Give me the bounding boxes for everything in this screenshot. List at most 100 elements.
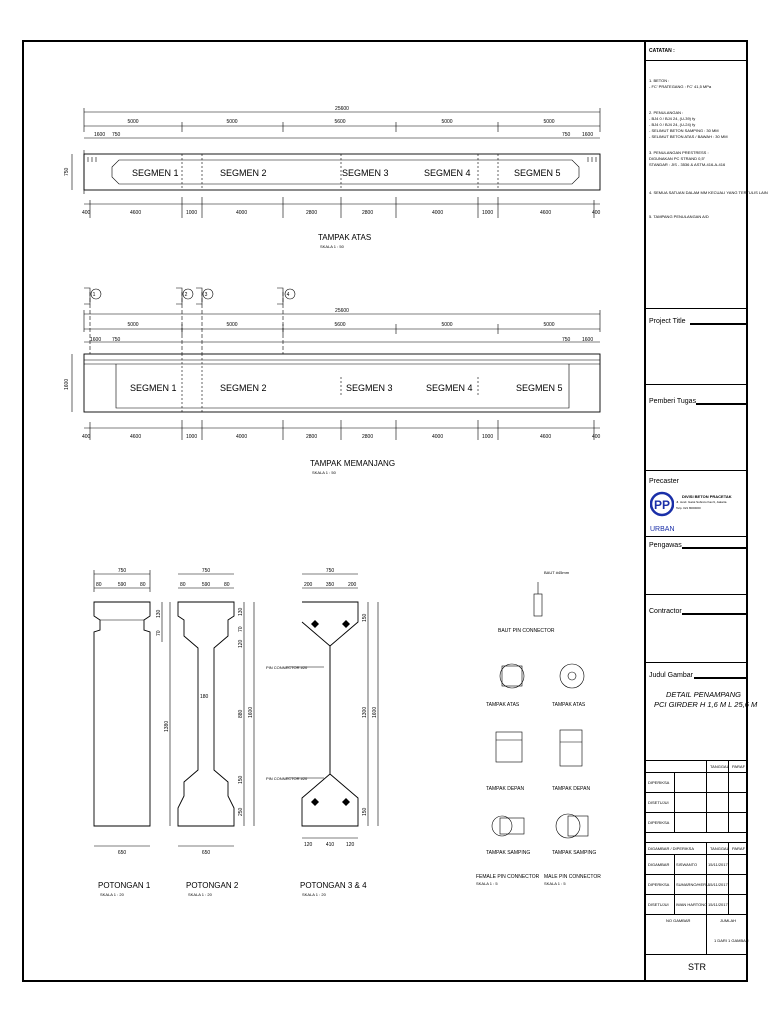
sec1-height: 1380 [164,721,170,732]
female-title: FEMALE PIN CONNECTOR [476,874,540,880]
table2-row1-role: DIGAMBAR [648,862,670,867]
side-bot-dim-5: 2800 [306,434,317,440]
sec2-scale: SKALA 1 : 20 [188,892,213,897]
side-view-scale: SKALA 1 : 50 [312,470,337,475]
note-4: - BJ4 0 / BJ4 24, (U-39) fy [649,116,696,121]
sec2-top-part-3: 80 [224,582,230,588]
pemberi-tugas-label: Pemberi Tugas [649,398,697,405]
sec2-bottom: 650 [202,850,211,856]
precaster-label: Precaster [649,478,679,485]
top-span-4: 5000 [441,119,452,125]
note-9: DIGUNAKAN PC STRAND 0,5" [649,156,706,161]
top-end-dim-4: 1600 [582,132,593,138]
note-5: - BJ4 0 / BJ4 24, (U-24) fy [649,122,696,127]
top-span-2: 5000 [226,119,237,125]
note-3: 2. PENULANGAN : [649,110,684,115]
side-end-dim-1: 1600 [90,337,101,343]
top-view [71,108,601,218]
judul-gambar-label: Judul Gambar [649,672,693,679]
top-bot-dim-6: 2800 [362,210,373,216]
top-bot-dim-7: 4000 [432,210,443,216]
table1-header-paraf: PARAF [732,764,746,769]
pp-logo-icon: PP [650,491,674,517]
side-bot-dim-3: 1000 [186,434,197,440]
drawing-title-2: PCI GIRDER H 1,6 M L 25,6 M [654,700,758,709]
table1-row-1: DIPERIKSA [648,780,670,785]
table2-row2-date: 15/11/2017 [708,882,728,887]
side-side-dim: 1600 [64,379,70,390]
sec1-top-part-1: 80 [96,582,102,588]
sec2-total: 1600 [248,707,254,718]
sec3-right-dim-1: 150 [362,613,368,622]
project-title-label: Project Title [649,318,686,325]
title-block: CATATAN : 1. BETON : - FC' PRATEGANG : F… [644,42,768,980]
female-scale: SKALA 1 : 5 [476,881,498,886]
top-view-scale: SKALA 1 : 50 [320,244,345,249]
table2-header-1: DIGAMBAR / DIPERIKSA [648,846,695,851]
top-segmen-4: SEGMEN 4 [424,168,471,178]
top-span-5: 5000 [543,119,554,125]
note-10: STANDAR : JIS - 3536 & ASTM-416-A-416 [649,162,726,167]
sec2-right-dim-5: 150 [238,775,244,784]
sec3-total: 1600 [372,707,378,718]
jumlah-label: JUMLAH [720,918,737,923]
side-marker-4: 4 [287,292,290,298]
side-segmen-2: SEGMEN 2 [220,383,267,393]
side-total-dim: 25600 [335,308,349,314]
sec2-top-part-2: 590 [202,582,211,588]
table2-row2-role: DIPERIKSA [648,882,670,887]
pin-view-4: TAMPAK DEPAN [552,786,590,792]
top-end-dim-1: 1600 [94,132,105,138]
sec2-right-dim-3: 120 [238,639,244,648]
male-scale: SKALA 1 : 5 [544,881,566,886]
top-side-dim: 750 [64,167,70,176]
sec1-right-dim-2: 70 [156,630,162,636]
sec2-top-part-1: 80 [180,582,186,588]
company-line-3: Telp. 021 8000000 [676,506,701,510]
sec3-top-part-1: 200 [304,582,313,588]
top-view-title: TAMPAK ATAS [318,233,371,242]
side-span-3: 5600 [334,322,345,328]
side-bot-dim-1: 400 [82,434,91,440]
sec1-right-dim-1: 130 [156,609,162,618]
sec2-right-dim-1: 130 [238,607,244,616]
drawing-title-1: DETAIL PENAMPANG [666,690,742,699]
side-bot-dim-9: 4600 [540,434,551,440]
note-1: 1. BETON : [649,78,670,83]
top-bot-dim-3: 1000 [186,210,197,216]
logo-text: URBAN [650,526,675,533]
sec2-web: 180 [200,694,209,700]
sec3-right-dim-2: 1300 [362,707,368,718]
top-segmen-5: SEGMEN 5 [514,168,561,178]
side-bot-dim-4: 4000 [236,434,247,440]
note-7: - SELIMUT BETON ATAS / BAWAH : 30 MM [649,134,728,139]
sec1-top-part-2: 590 [118,582,127,588]
top-end-dim-3: 750 [562,132,571,138]
pin-connector-drawing [491,582,589,839]
sec3-right-dim-3: 150 [362,807,368,816]
top-bot-dim-8: 1000 [482,210,493,216]
table2-row1-name: SISWANTO [676,862,698,867]
contractor-label: Contractor [649,608,682,615]
drawing-code: STR [688,962,706,972]
sec1-title: POTONGAN 1 [98,881,151,890]
side-span-4: 5000 [441,322,452,328]
pengawas-label: Pengawas [649,542,682,549]
table1-row-2: DISETUJUI [648,800,669,805]
section-1-drawing [93,570,171,847]
sec3-bottom-part-2: 410 [326,842,335,848]
drawing-area: 25600 5000 5000 5600 5000 5000 1600 750 … [24,42,644,980]
sec2-right-dim-4: 880 [238,709,244,718]
company-line-1: DIVISI BETON PRACETAK [682,494,732,499]
sec1-scale: SKALA 1 : 20 [100,892,125,897]
table2-row3-role: DISETUJUI [648,902,669,907]
section-3-4-drawing [286,573,379,839]
table1-header-tanggal: TANGGAL [710,764,729,769]
baut-label: BAUT #45mm [544,570,570,575]
top-span-3: 5600 [334,119,345,125]
side-segmen-3: SEGMEN 3 [346,383,393,393]
top-end-dim-2: 750 [112,132,121,138]
baut-title: BAUT PIN CONNECTOR [498,628,555,634]
section-2-drawing [177,573,255,847]
drawing-frame [22,40,748,982]
